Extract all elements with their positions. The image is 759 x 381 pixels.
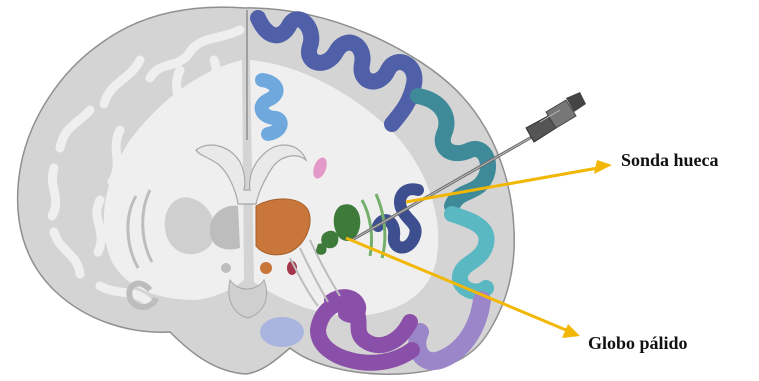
hippocampus — [260, 317, 304, 347]
subthalamic-nucleus — [260, 262, 272, 274]
probe-syringe-icon — [526, 92, 586, 142]
arrow-sonda-head — [594, 160, 612, 174]
label-globus-pallidus: Globo pálido — [588, 333, 688, 354]
left-small-nucleus — [221, 263, 231, 273]
label-hollow-probe: Sonda hueca — [621, 150, 719, 171]
